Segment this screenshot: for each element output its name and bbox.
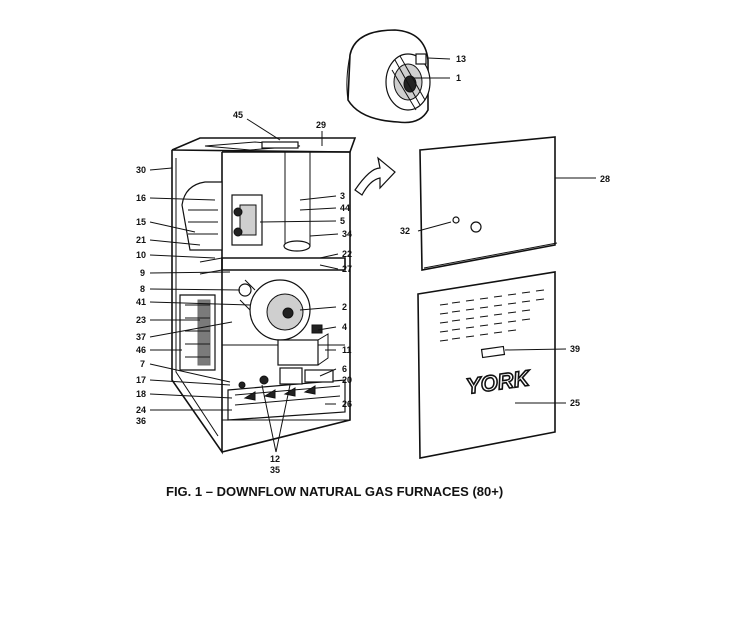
callout-6: 6 [342, 364, 347, 374]
callout-9: 9 [140, 268, 145, 278]
callout-3: 3 [340, 191, 345, 201]
callout-27: 27 [342, 264, 352, 274]
callout-23: 23 [136, 315, 146, 325]
callout-32: 32 [400, 226, 410, 236]
callout-34: 34 [342, 229, 352, 239]
callout-1: 1 [456, 73, 461, 83]
burners [243, 385, 316, 401]
callout-35: 35 [270, 465, 280, 475]
door-handle [480, 345, 506, 359]
callout-7: 7 [140, 359, 145, 369]
callout-10: 10 [136, 250, 146, 260]
callout-11: 11 [342, 345, 352, 355]
draft-inducer-blower [238, 279, 311, 341]
callout-16: 16 [136, 193, 146, 203]
callout-44: 44 [340, 203, 350, 213]
callout-36: 36 [136, 416, 146, 426]
exhaust-arrow-icon [354, 156, 396, 196]
callout-15: 15 [136, 217, 146, 227]
callout-21: 21 [136, 235, 146, 245]
callout-5: 5 [340, 216, 345, 226]
callout-13: 13 [456, 54, 466, 64]
callout-41: 41 [136, 297, 146, 307]
inducer-assembly [231, 194, 263, 246]
callout-12: 12 [270, 454, 280, 464]
callout-labels: 13 1 45 29 28 30 16 3 44 5 15 32 21 34 1… [136, 54, 610, 475]
callout-29: 29 [316, 120, 326, 130]
callout-4: 4 [342, 322, 347, 332]
callout-46: 46 [136, 345, 146, 355]
callout-25: 25 [570, 398, 580, 408]
callout-20: 20 [342, 375, 352, 385]
callout-28: 28 [600, 174, 610, 184]
callout-2: 2 [342, 302, 347, 312]
upper-access-door [419, 136, 558, 271]
callout-8: 8 [140, 284, 145, 294]
callout-22: 22 [342, 249, 352, 259]
lower-access-door: YORK [417, 271, 556, 459]
callout-45: 45 [233, 110, 243, 120]
furnace-cabinet [171, 137, 357, 455]
callout-18: 18 [136, 389, 146, 399]
blower-wheel-assembly [346, 29, 431, 124]
callout-17: 17 [136, 375, 146, 385]
callout-37: 37 [136, 332, 146, 342]
door-louvers [439, 289, 545, 342]
blower-housing [179, 181, 223, 371]
callout-39: 39 [570, 344, 580, 354]
figure-caption: FIG. 1 – DOWNFLOW NATURAL GAS FURNACES (… [166, 484, 503, 499]
callout-24: 24 [136, 405, 146, 415]
callout-26: 26 [342, 399, 352, 409]
callout-30: 30 [136, 165, 146, 175]
brand-logo: YORK [464, 365, 533, 399]
leader-lines [149, 57, 596, 453]
